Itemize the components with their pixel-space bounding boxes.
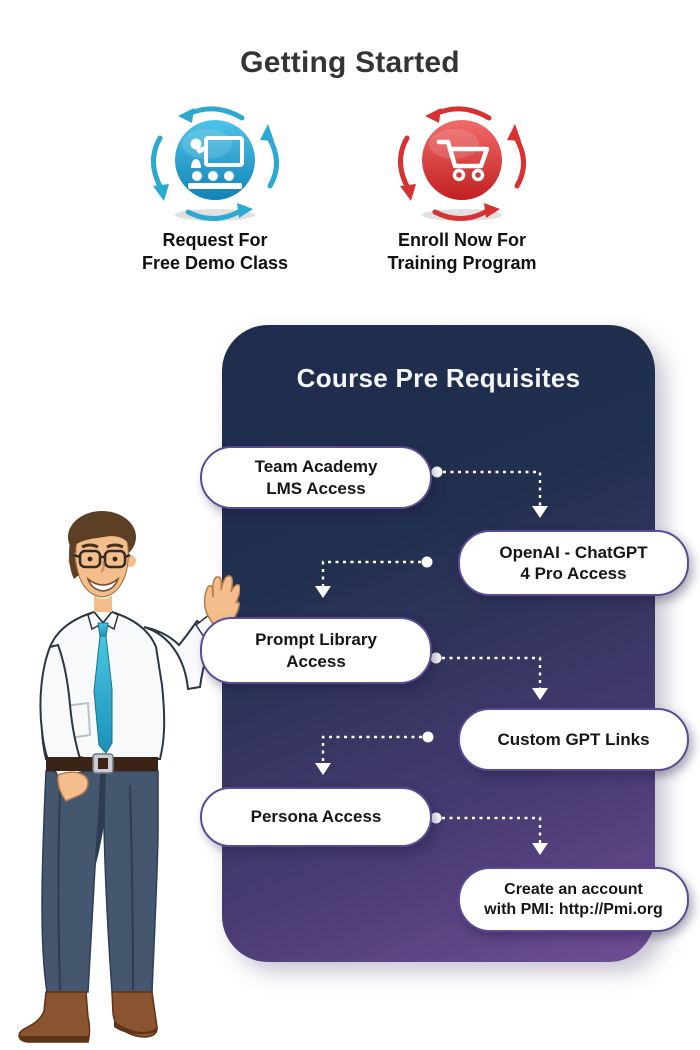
shopping-cart-icon <box>436 139 490 182</box>
presentation-board-icon <box>188 136 244 189</box>
demo-class-icon <box>151 106 279 221</box>
prereq-item-team-academy: Team Academy LMS Access <box>200 446 432 509</box>
action-enroll-training: Enroll Now For Training Program <box>362 104 562 275</box>
tie <box>93 622 113 754</box>
prereq-item-openai-chatgpt: OpenAI - ChatGPT 4 Pro Access <box>458 530 689 596</box>
shoes <box>18 991 158 1043</box>
belt <box>46 753 158 774</box>
head <box>68 511 136 612</box>
left-hand <box>57 771 89 802</box>
right-hand <box>203 575 240 629</box>
page-title: Getting Started <box>240 46 460 79</box>
prereq-item-pmi-account: Create an account with PMI: http://Pmi.o… <box>458 867 689 932</box>
shirt <box>39 609 224 778</box>
enroll-label: Enroll Now For Training Program <box>387 230 537 274</box>
enroll-icon <box>398 106 526 221</box>
action-request-demo: Request For Free Demo Class <box>115 104 315 275</box>
presenter-man-illustration <box>18 511 240 1043</box>
glasses-icon <box>73 549 131 569</box>
prereq-item-custom-gpt-links: Custom GPT Links <box>458 708 689 771</box>
pants <box>41 770 159 993</box>
panel-title: Course Pre Requisites <box>296 363 581 393</box>
prereq-item-prompt-library: Prompt Library Access <box>200 617 432 684</box>
prereq-item-persona-access: Persona Access <box>200 787 432 847</box>
demo-class-label: Request For Free Demo Class <box>141 230 289 274</box>
